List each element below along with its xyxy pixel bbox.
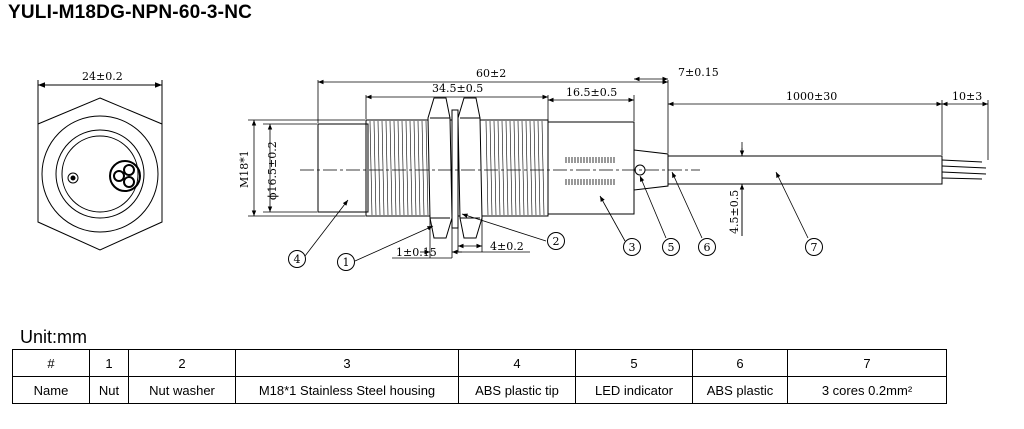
page-title: YULI-M18DG-NPN-60-3-NC [8, 2, 253, 23]
dim-nut-gap: 1±0.15 [396, 246, 437, 259]
table-header-row: # 1 2 3 4 5 6 7 [12, 349, 947, 377]
callout-5: 5 [668, 241, 675, 254]
rear-grip-marks [565, 157, 615, 185]
table-cell: LED indicator [575, 376, 693, 404]
nut-1 [427, 97, 453, 239]
dim-hex-width: 24±0.2 [82, 70, 123, 83]
parts-table: # 1 2 3 4 5 6 7 Name Nut Nut washer M18*… [12, 349, 947, 404]
table-cell: Name [12, 376, 90, 404]
callout-leaders [304, 171, 809, 262]
dim-rear-length: 16.5±0.5 [566, 86, 617, 99]
callouts: 1 2 3 4 5 6 7 [288, 232, 823, 271]
dim-tip-diameter: ϕ16.5±0.2 [266, 141, 279, 200]
end-view [37, 80, 163, 251]
table-cell: 6 [692, 349, 788, 377]
face-outer [55, 129, 145, 219]
callout-1: 1 [343, 256, 350, 269]
callout-6: 6 [704, 241, 711, 254]
table-cell: ABS plastic [692, 376, 788, 404]
table-cell: # [12, 349, 90, 377]
table-cell: 7 [787, 349, 947, 377]
dimension-lines [248, 76, 989, 259]
side-view [300, 97, 987, 239]
table-cell: ABS plastic tip [458, 376, 576, 404]
nut-2 [457, 97, 483, 239]
table-cell: M18*1 Stainless Steel housing [235, 376, 459, 404]
dim-thread-length: 34.5±0.5 [432, 82, 483, 95]
dim-wire-strip: 10±3 [952, 90, 982, 103]
table-cell: 1 [89, 349, 129, 377]
table-cell: 4 [458, 349, 576, 377]
callout-3: 3 [629, 241, 636, 254]
nut-washer [451, 109, 459, 229]
table-cell: 2 [128, 349, 236, 377]
dim-cable-diameter: 4.5±0.5 [728, 190, 741, 234]
thread-hatching [369, 120, 545, 216]
callout-4: 4 [294, 253, 301, 266]
table-cell: 5 [575, 349, 693, 377]
abs-tip [317, 123, 369, 213]
rear-housing [547, 121, 635, 215]
abs-tail [633, 149, 669, 191]
table-cell: Nut [89, 376, 129, 404]
callout-2: 2 [553, 235, 560, 248]
dim-thread-spec: M18*1 [238, 150, 251, 188]
table-cell: Nut washer [128, 376, 236, 404]
face-inner [61, 135, 139, 213]
table-row: Name Nut Nut washer M18*1 Stainless Stee… [12, 376, 947, 404]
dim-total-length: 60±2 [476, 67, 506, 80]
dim-washer-gap: 4±0.2 [490, 240, 524, 253]
sensor-dimension-drawing: 2 4±0.2 [37, 66, 989, 271]
cable [667, 155, 943, 185]
table-cell: 3 [235, 349, 459, 377]
nut-circle [41, 115, 159, 233]
connector-ring [109, 160, 141, 192]
unit-label: Unit:mm [20, 327, 87, 347]
table-cell: 3 cores 0.2mm² [787, 376, 947, 404]
dim-tail-length: 7±0.15 [678, 66, 719, 79]
callout-7: 7 [811, 241, 818, 254]
led-dot [67, 172, 79, 184]
hex-outline [37, 97, 163, 251]
dim-cable-length: 1000±30 [786, 90, 837, 103]
